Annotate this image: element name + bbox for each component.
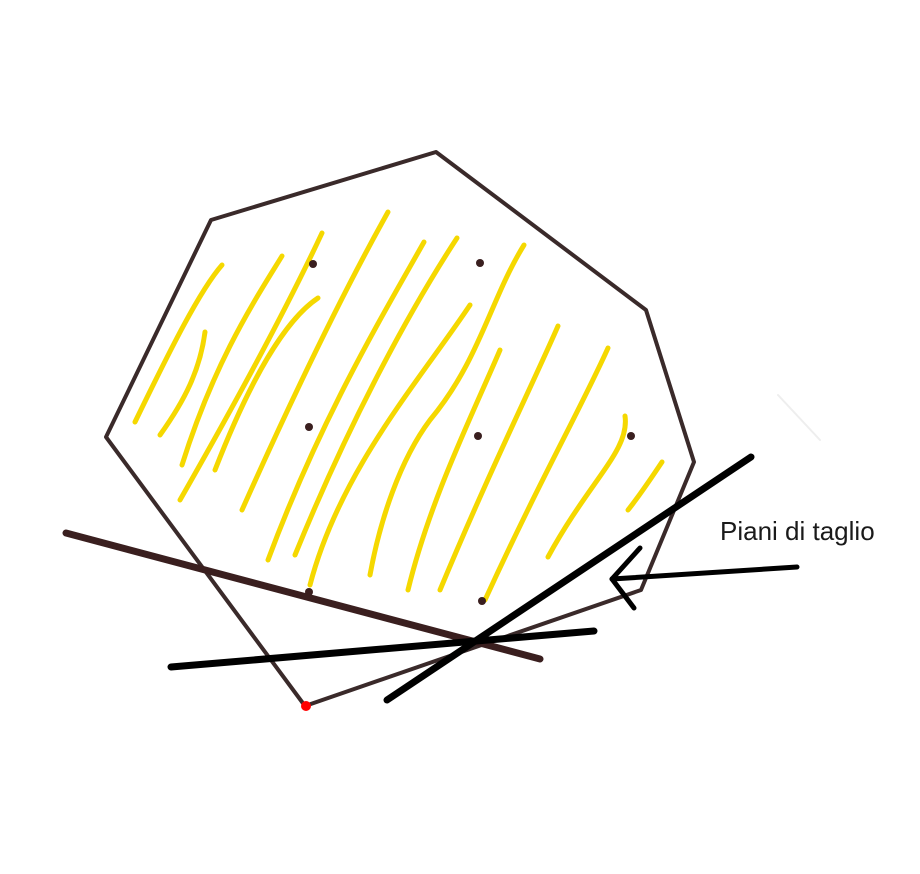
faint-stroke	[777, 394, 821, 441]
feasible-polygon	[104, 150, 696, 708]
lattice-point	[627, 432, 635, 440]
lattice-point	[305, 423, 313, 431]
lattice-point	[309, 260, 317, 268]
lattice-point	[478, 597, 486, 605]
cutting-plane-horizontal	[167, 627, 598, 671]
lattice-points	[305, 259, 635, 605]
lattice-point	[476, 259, 484, 267]
cutting-planes-label: Piani di taglio	[720, 516, 875, 546]
cutting-plane-diagonal	[383, 453, 755, 704]
arrow-icon	[609, 545, 800, 611]
lattice-point	[474, 432, 482, 440]
optimum-point	[301, 701, 311, 711]
feasible-region-shading	[132, 209, 665, 603]
cutting-plane-dark	[62, 529, 544, 663]
